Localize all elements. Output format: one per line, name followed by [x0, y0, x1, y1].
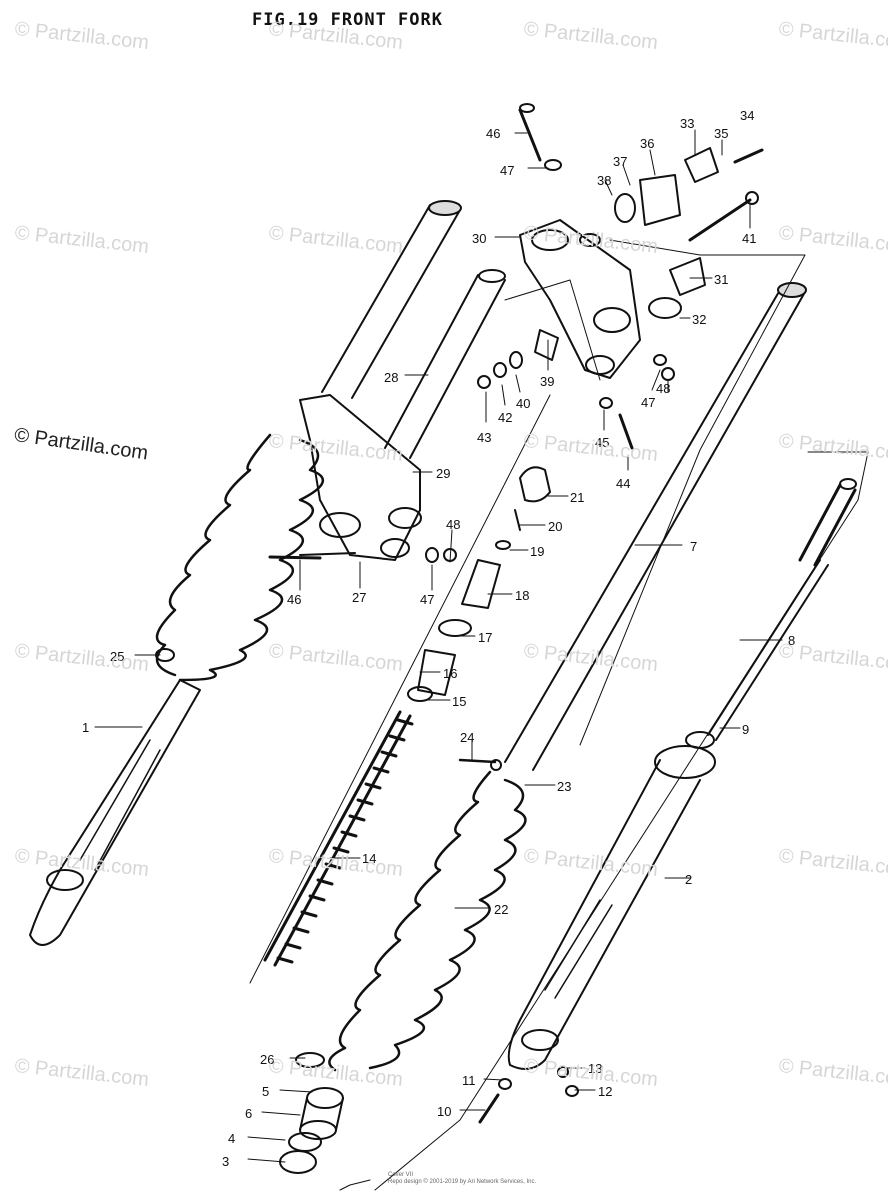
figure-title: FIG.19 FRONT FORK: [252, 10, 443, 30]
steering-stem-tube: [384, 269, 506, 459]
callout-label: 33: [680, 116, 694, 131]
callout-label: 2: [685, 872, 692, 887]
callout-label: 24: [460, 730, 474, 745]
upper-bracket: [519, 219, 641, 379]
bottom-seal-stack: [279, 1052, 579, 1174]
callout-label: 27: [352, 590, 366, 605]
right-outer-tube: [507, 731, 716, 1070]
callout-label: 48: [446, 517, 460, 532]
callout-label: 9: [742, 722, 749, 737]
callout-label: 47: [641, 395, 655, 410]
callout-label: 15: [452, 694, 466, 709]
callout-label: 43: [477, 430, 491, 445]
callout-label: 13: [588, 1061, 602, 1076]
callout-label: 30: [472, 231, 486, 246]
footer-line: Cover VII: [388, 1172, 414, 1178]
callout-label: 41: [742, 231, 756, 246]
callout-label: 39: [540, 374, 554, 389]
callout-label: 26: [260, 1052, 274, 1067]
callout-label: 36: [640, 136, 654, 151]
small-parts-stack: [407, 466, 551, 702]
callout-label: 45: [595, 435, 609, 450]
callout-label: 22: [494, 902, 508, 917]
callout-label: 3: [222, 1154, 229, 1169]
callout-label: 28: [384, 370, 398, 385]
callout-label: 19: [530, 544, 544, 559]
top-hardware: [477, 103, 764, 450]
damper-rod: [707, 478, 857, 741]
right-fork-boot: [328, 770, 527, 1072]
callout-label: 44: [616, 476, 630, 491]
callout-label: 20: [548, 519, 562, 534]
callout-label: 8: [788, 633, 795, 648]
callout-label: 12: [598, 1084, 612, 1099]
callout-label: 32: [692, 312, 706, 327]
callout-label: 46: [486, 126, 500, 141]
footer-line: Repo design © 2001-2019 by Ari Network S…: [388, 1179, 537, 1185]
callout-label: 17: [478, 630, 492, 645]
left-fork-tube: [29, 200, 462, 946]
callout-label: 47: [420, 592, 434, 607]
leader-lines: [94, 129, 783, 1163]
lower-bracket: [299, 394, 422, 561]
callout-label: 4: [228, 1131, 235, 1146]
right-inner-tube: [504, 282, 807, 771]
callout-label: 35: [714, 126, 728, 141]
assembly-outline: [249, 239, 869, 1191]
callout-label: 16: [443, 666, 457, 681]
copyright-footer: Cover VII Repo design © 2001-2019 by Ari…: [388, 1172, 536, 1186]
callout-label: 23: [557, 779, 571, 794]
callout-labels: 1234567891011121314151617181920212223242…: [82, 108, 795, 1169]
callout-label: 37: [613, 154, 627, 169]
callout-label: 5: [262, 1084, 269, 1099]
callout-label: 25: [110, 649, 124, 664]
callout-label: 34: [740, 108, 754, 123]
callout-label: 38: [597, 173, 611, 188]
callout-label: 18: [515, 588, 529, 603]
callout-label: 14: [362, 851, 376, 866]
callout-label: 40: [516, 396, 530, 411]
callout-label: 1: [82, 720, 89, 735]
callout-label: 21: [570, 490, 584, 505]
callout-label: 29: [436, 466, 450, 481]
callout-label: 42: [498, 410, 512, 425]
callout-label: 6: [245, 1106, 252, 1121]
callout-label: 31: [714, 272, 728, 287]
callout-label: 7: [690, 539, 697, 554]
callout-label: 48: [656, 381, 670, 396]
callout-label: 11: [462, 1073, 476, 1088]
callout-label: 47: [500, 163, 514, 178]
callout-label: 46: [287, 592, 301, 607]
fork-spring: [263, 710, 414, 967]
callout-label: 10: [437, 1104, 451, 1119]
left-fork-boot: [155, 433, 324, 682]
